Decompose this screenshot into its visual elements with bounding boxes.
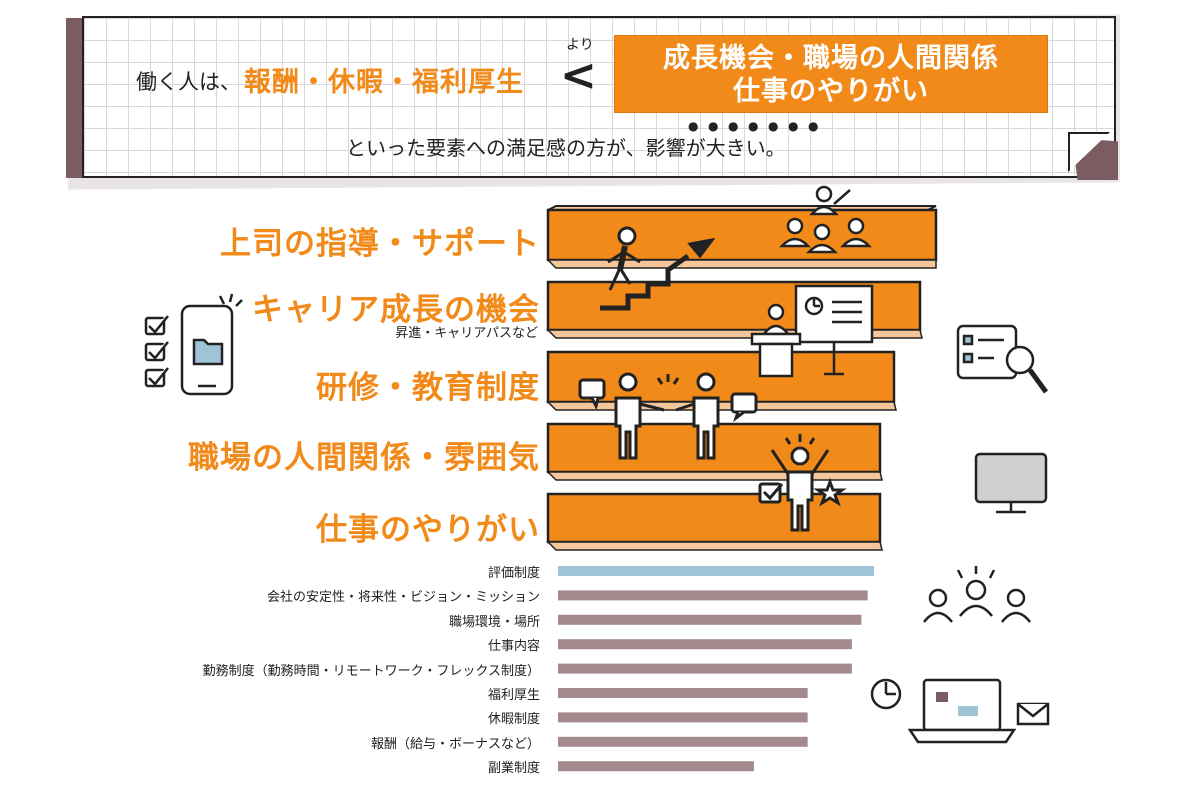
bar: [558, 614, 862, 625]
mail-icon: [1016, 702, 1050, 726]
header-box-line1: 成長機会・職場の人間関係: [663, 43, 999, 74]
bar-category-label: 休暇制度: [487, 712, 540, 728]
header-emphasis-text: 報酬・休暇・福利厚生: [244, 67, 524, 98]
step-3: [546, 350, 897, 411]
clock-icon: [870, 678, 902, 710]
step-label-career-growth: キャリア成長の機会: [252, 292, 540, 328]
two-people-talking-icon: [578, 372, 758, 460]
bar-category-label: 評価制度: [487, 566, 540, 581]
bar-category-label: 仕事内容: [487, 639, 540, 655]
cheering-person-icon: [758, 434, 847, 532]
smartphone-folder-icon: [180, 293, 243, 396]
bar: [558, 761, 754, 772]
bar-category-label: 報酬（給与・ボーナスなど）: [370, 736, 540, 752]
bar: [558, 663, 852, 674]
satisfaction-bar-chart: [558, 566, 874, 772]
bar-category-label: 職場環境・場所: [448, 614, 540, 630]
step-1: [546, 205, 938, 269]
emphasis-dot: ●: [808, 119, 819, 133]
checklist-icon: [144, 315, 169, 388]
team-people-icon: [923, 566, 1031, 623]
step-label-boss-support: 上司の指導・サポート: [220, 226, 540, 262]
presentation-board-icon: [794, 284, 874, 376]
emphasis-dot: ●: [708, 119, 719, 133]
seminar-audience-icon: [779, 185, 872, 254]
emphasis-dot: ●: [768, 119, 779, 133]
bar: [558, 736, 808, 747]
bar: [558, 639, 852, 650]
emphasis-dot: ●: [748, 119, 759, 133]
emphasis-dot: ●: [688, 119, 699, 133]
lecturer-podium-icon: [750, 303, 802, 378]
header-lead-text: 働く人は、: [136, 70, 241, 94]
less-than-symbol: <: [560, 50, 597, 101]
climbing-person-icon: [600, 226, 716, 311]
bar: [558, 688, 808, 698]
bar: [558, 566, 874, 576]
bar: [558, 590, 868, 601]
emphasis-dot: ●: [788, 119, 799, 133]
bar: [558, 712, 808, 723]
header-box-line2: 仕事のやりがい: [733, 76, 929, 107]
header-compare-word: より: [566, 37, 594, 53]
search-document-icon: [956, 324, 1049, 394]
step-5: [546, 492, 883, 551]
monitor-icon: [974, 452, 1048, 514]
step-label-job-rewarding: 仕事のやりがい: [316, 512, 540, 548]
header-note: といった要素への満足感の方が、影響が大きい。: [346, 136, 786, 160]
bar-category-label: 福利厚生: [487, 688, 540, 703]
laptop-icon: [907, 678, 1017, 744]
header-highlight-box: 成長機会・職場の人間関係 仕事のやりがい: [614, 35, 1048, 113]
bar-category-label: 勤務制度（勤務時間・リモートワーク・フレックス制度）: [202, 663, 540, 679]
banner-binding: [66, 18, 82, 178]
emphasis-dot: ●: [728, 119, 739, 133]
step-label-relationships: 職場の人間関係・雰囲気: [188, 440, 540, 476]
bar-category-label: 副業制度: [487, 761, 540, 777]
step-sublabel-career-growth: 昇進・キャリアパスなど: [395, 326, 538, 341]
bar-category-label: 会社の安定性・将来性・ビジョン・ミッション: [266, 590, 540, 606]
step-label-training: 研修・教育制度: [316, 370, 540, 406]
